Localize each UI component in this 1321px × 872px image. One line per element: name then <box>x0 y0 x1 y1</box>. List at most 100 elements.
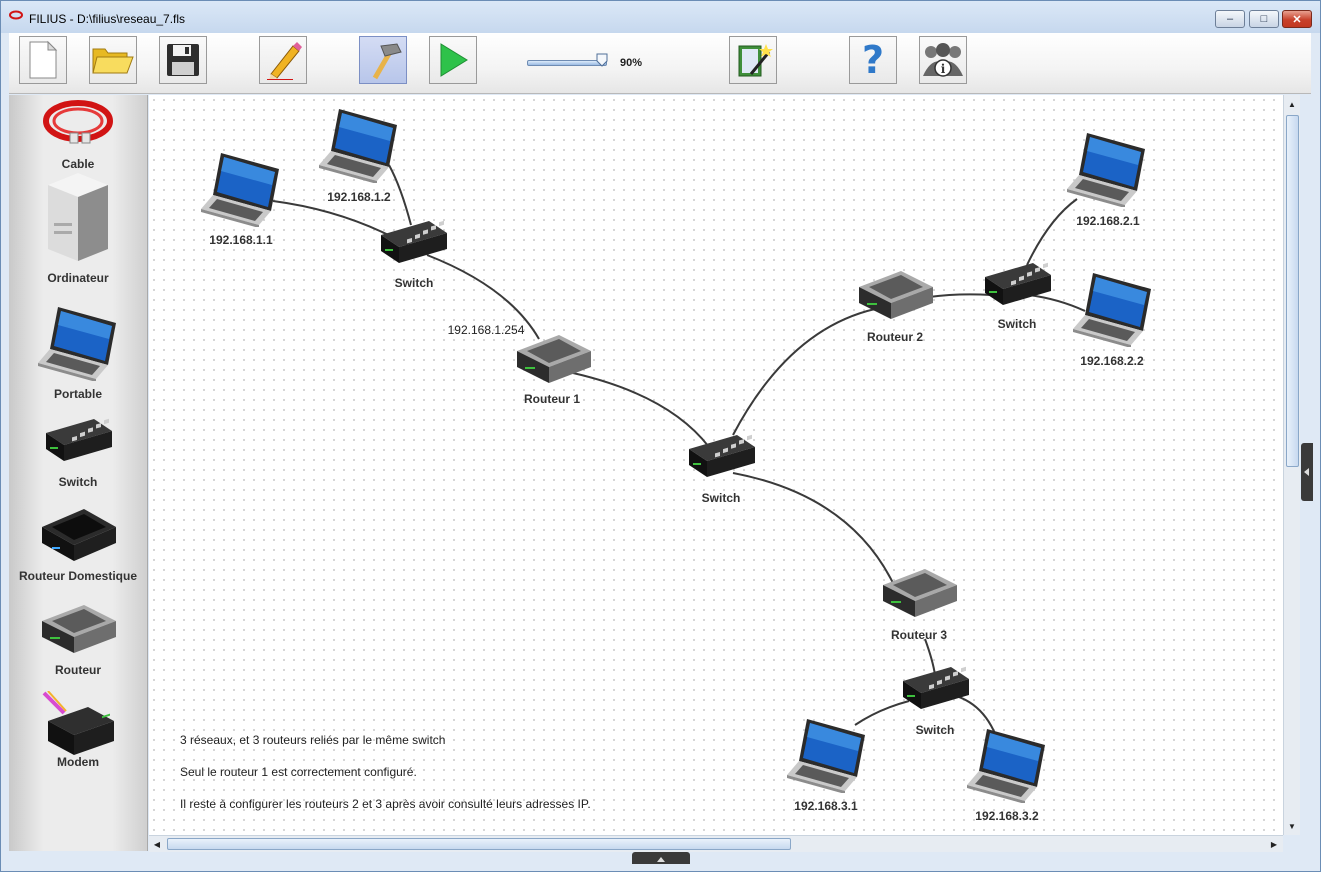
interface-ip-label: 192.168.1.254 <box>447 323 525 337</box>
computer-icon <box>48 173 108 261</box>
palette-item-home-router[interactable] <box>9 503 147 568</box>
minimize-button[interactable]: – <box>1215 10 1245 28</box>
laptop-icon <box>36 301 120 381</box>
build-mode-hammer-icon <box>372 43 402 80</box>
laptop-label: 192.168.3.2 <box>975 809 1039 823</box>
zoom-slider[interactable] <box>527 60 607 66</box>
zoom-level: 90% <box>620 57 643 69</box>
switch-icon <box>42 415 114 463</box>
switch-network-3[interactable] <box>899 663 971 711</box>
palette-label: Routeur <box>55 663 101 677</box>
bottom-panel-toggle[interactable] <box>632 852 690 864</box>
close-icon: ✕ <box>1292 13 1302 26</box>
switch-label: Switch <box>394 276 434 290</box>
cable-links <box>272 164 1086 752</box>
switch-network-2[interactable] <box>981 259 1053 307</box>
save-icon <box>167 44 199 76</box>
modem-icon <box>38 691 118 761</box>
help-icon: ? <box>862 39 884 81</box>
help-button[interactable]: ? <box>849 36 897 84</box>
svg-text:i: i <box>941 62 946 76</box>
palette-label: Modem <box>57 755 99 769</box>
switch-label: Switch <box>915 723 955 737</box>
side-panel-toggle[interactable] <box>1301 443 1313 501</box>
toolbar: 90% ? i <box>9 33 1311 94</box>
close-button[interactable]: ✕ <box>1282 10 1312 28</box>
palette-item-computer[interactable] <box>9 171 147 272</box>
zoom-slider-thumb[interactable] <box>596 53 608 67</box>
design-mode-button[interactable] <box>259 36 307 84</box>
laptop-192-168-3-1[interactable] <box>785 713 869 793</box>
switch-label: Switch <box>701 491 741 505</box>
about-button[interactable]: i <box>919 36 967 84</box>
save-button[interactable] <box>159 36 207 84</box>
router-3[interactable] <box>879 563 959 619</box>
simulation-mode-button[interactable] <box>429 36 477 84</box>
new-file-icon <box>29 40 58 79</box>
horizontal-scrollbar[interactable]: ◀ ▶ <box>149 835 1283 852</box>
palette-label: Switch <box>58 475 98 489</box>
palette-item-cable[interactable] <box>9 97 147 156</box>
cable <box>854 700 910 726</box>
palette-label: Cable <box>61 157 95 171</box>
cable <box>732 308 876 436</box>
vertical-scrollbar[interactable]: ▲ ▼ <box>1283 95 1300 835</box>
palette-label: Portable <box>53 387 102 401</box>
open-button[interactable] <box>89 36 137 84</box>
cable <box>732 472 894 584</box>
laptop-label: 192.168.2.2 <box>1080 354 1144 368</box>
simulation-play-icon <box>440 43 468 77</box>
filius-logo-icon <box>9 10 23 20</box>
maximize-button[interactable]: □ <box>1249 10 1279 28</box>
about-icon: i <box>923 43 963 77</box>
laptop-label: 192.168.1.1 <box>209 233 273 247</box>
router-icon <box>38 599 118 655</box>
switch-backbone[interactable] <box>685 431 757 479</box>
palette-item-laptop[interactable] <box>9 301 147 386</box>
design-mode-pencil-icon <box>267 42 302 80</box>
network-canvas[interactable]: 192.168.1.1 192.168.1.2 192.168.2.1 192.… <box>149 95 1283 835</box>
cable <box>426 254 540 340</box>
cable <box>388 164 412 226</box>
scroll-right-icon[interactable]: ▶ <box>1270 839 1278 849</box>
laptop-192-168-2-1[interactable] <box>1065 127 1149 207</box>
collapse-left-icon <box>1304 468 1309 476</box>
scroll-up-icon[interactable]: ▲ <box>1288 99 1296 109</box>
maximize-icon: □ <box>1260 13 1268 25</box>
window-title: FILIUS - D:\filius\reseau_7.fls <box>29 12 186 26</box>
router-label: Routeur 1 <box>523 392 581 406</box>
home-router-icon <box>38 503 118 563</box>
note-text: Seul le routeur 1 est correctement confi… <box>180 765 417 779</box>
note-text: Il reste à configurer les routeurs 2 et … <box>180 797 591 811</box>
laptop-label: 192.168.1.2 <box>327 190 391 204</box>
laptop-label: 192.168.3.1 <box>794 799 858 813</box>
laptop-192-168-3-2[interactable] <box>965 723 1049 803</box>
cable <box>572 372 710 448</box>
wizard-button[interactable] <box>729 36 777 84</box>
horizontal-scroll-thumb[interactable] <box>167 838 791 850</box>
switch-network-1[interactable] <box>377 217 449 265</box>
scroll-left-icon[interactable]: ◀ <box>153 839 161 849</box>
laptop-192-168-1-2[interactable] <box>317 103 401 183</box>
switch-label: Switch <box>997 317 1037 331</box>
palette-item-switch[interactable] <box>9 415 147 468</box>
palette-item-router[interactable] <box>9 599 147 660</box>
vertical-scroll-thumb[interactable] <box>1286 115 1299 467</box>
cable <box>928 293 992 298</box>
router-2[interactable] <box>855 265 935 321</box>
open-folder-icon <box>92 48 134 74</box>
laptop-192-168-2-2[interactable] <box>1071 267 1155 347</box>
minimize-icon: – <box>1226 13 1234 25</box>
router-1[interactable] <box>513 329 593 385</box>
title-bar: FILIUS - D:\filius\reseau_7.fls – □ ✕ <box>1 1 1320 33</box>
expand-up-icon <box>657 857 665 862</box>
new-file-button[interactable] <box>19 36 67 84</box>
scroll-down-icon[interactable]: ▼ <box>1288 821 1296 831</box>
build-mode-button[interactable] <box>359 36 407 84</box>
wizard-icon <box>738 44 773 77</box>
component-palette: Cable Ordinateur Portable Switch Routeur… <box>9 95 148 851</box>
laptop-label: 192.168.2.1 <box>1076 214 1140 228</box>
palette-label: Routeur Domestique <box>18 569 137 583</box>
laptop-192-168-1-1[interactable] <box>199 147 283 227</box>
